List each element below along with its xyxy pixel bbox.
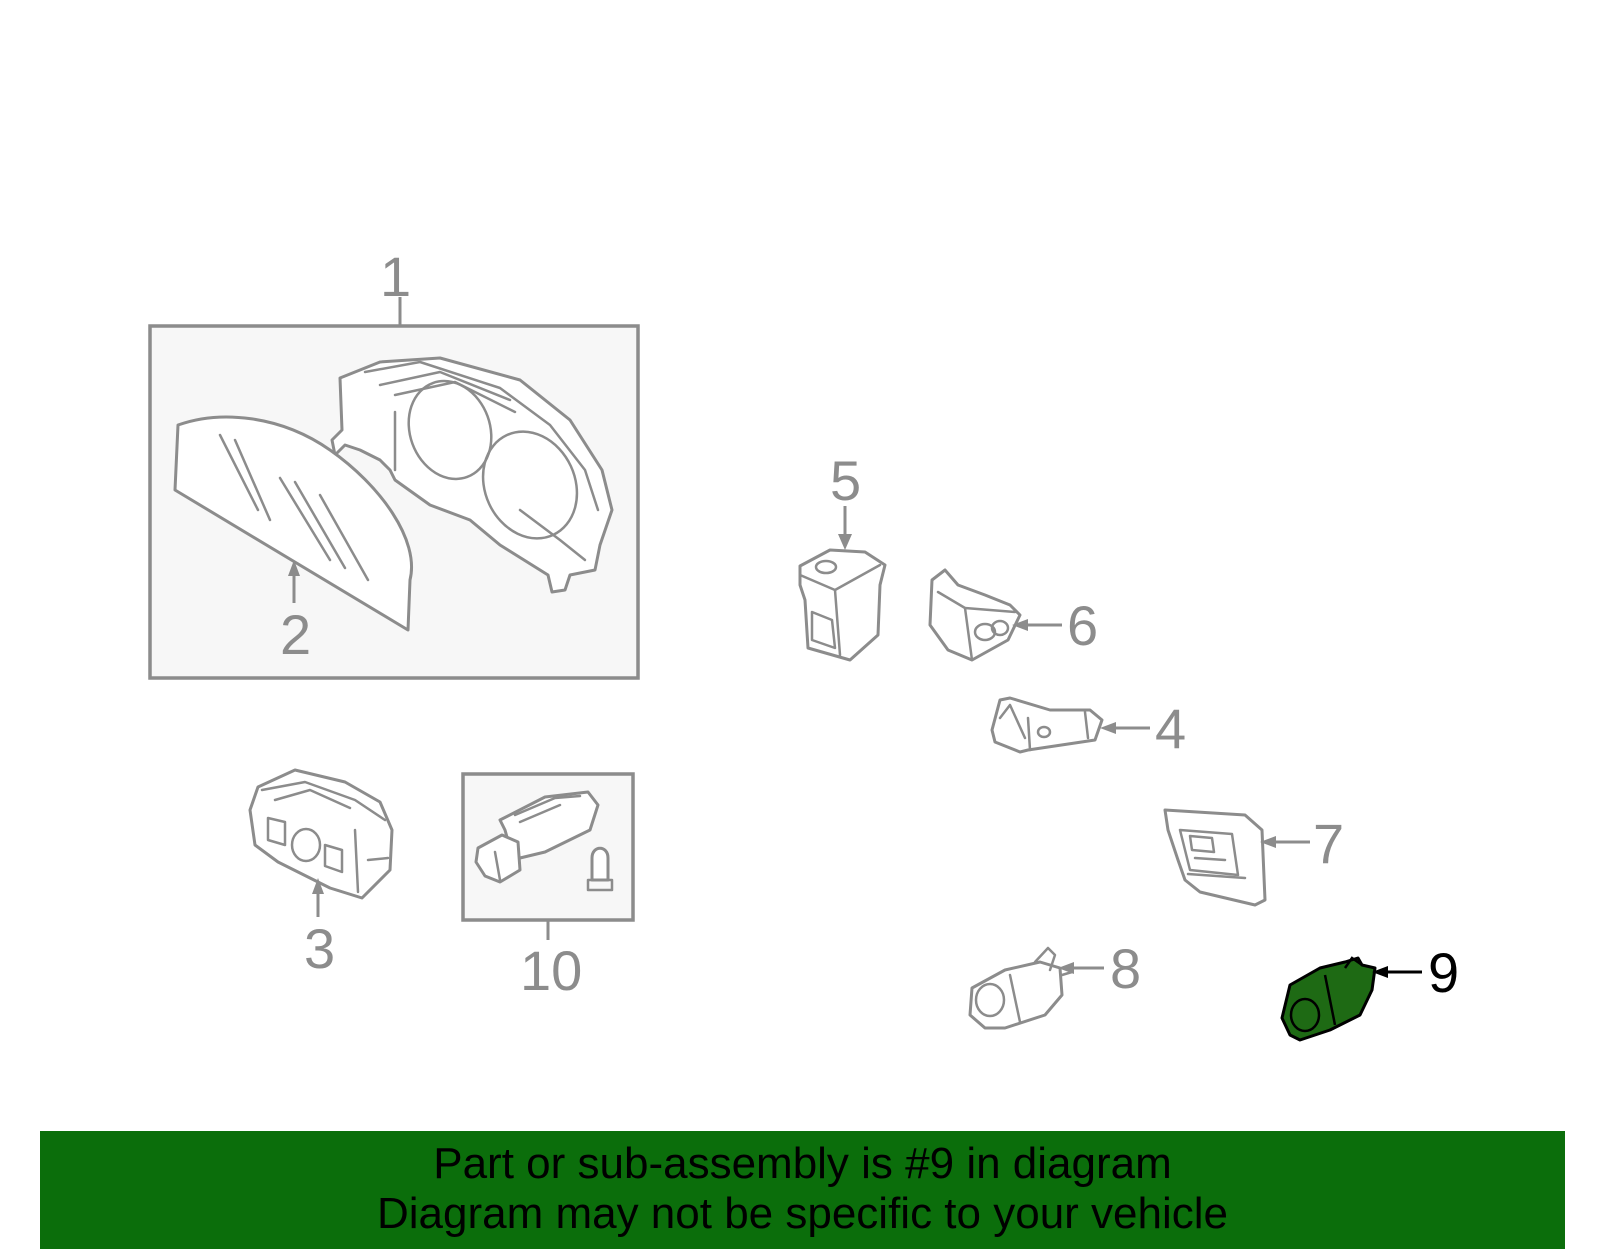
callout-4: 4 bbox=[1155, 697, 1186, 760]
part-5-switch[interactable] bbox=[798, 506, 887, 662]
callout-7: 7 bbox=[1313, 812, 1344, 875]
part-10-lamp-assembly[interactable] bbox=[461, 772, 635, 940]
part-2-lens[interactable] bbox=[173, 415, 413, 632]
part-1-instrument-cluster[interactable] bbox=[148, 297, 640, 680]
part-8-bulb-socket[interactable] bbox=[968, 946, 1104, 1030]
banner-line-2: Diagram may not be specific to your vehi… bbox=[376, 1189, 1229, 1238]
callout-8: 8 bbox=[1110, 937, 1141, 1000]
part-4-switch[interactable] bbox=[990, 696, 1150, 754]
info-banner: Part or sub-assembly is #9 in diagram Di… bbox=[40, 1131, 1565, 1249]
banner-line-1: Part or sub-assembly is #9 in diagram bbox=[433, 1139, 1172, 1188]
part-9-switch-highlighted[interactable] bbox=[1280, 956, 1422, 1042]
callout-3: 3 bbox=[304, 917, 335, 980]
callout-10: 10 bbox=[520, 939, 582, 1002]
part-7-switch-panel[interactable] bbox=[1163, 808, 1310, 907]
callout-9: 9 bbox=[1428, 941, 1459, 1004]
callout-2: 2 bbox=[280, 603, 311, 666]
callout-5: 5 bbox=[830, 449, 861, 512]
part-3-headlamp-switch[interactable] bbox=[248, 768, 394, 917]
part-6-switch[interactable] bbox=[928, 568, 1062, 662]
callout-1: 1 bbox=[380, 245, 411, 308]
callout-6: 6 bbox=[1067, 594, 1098, 657]
